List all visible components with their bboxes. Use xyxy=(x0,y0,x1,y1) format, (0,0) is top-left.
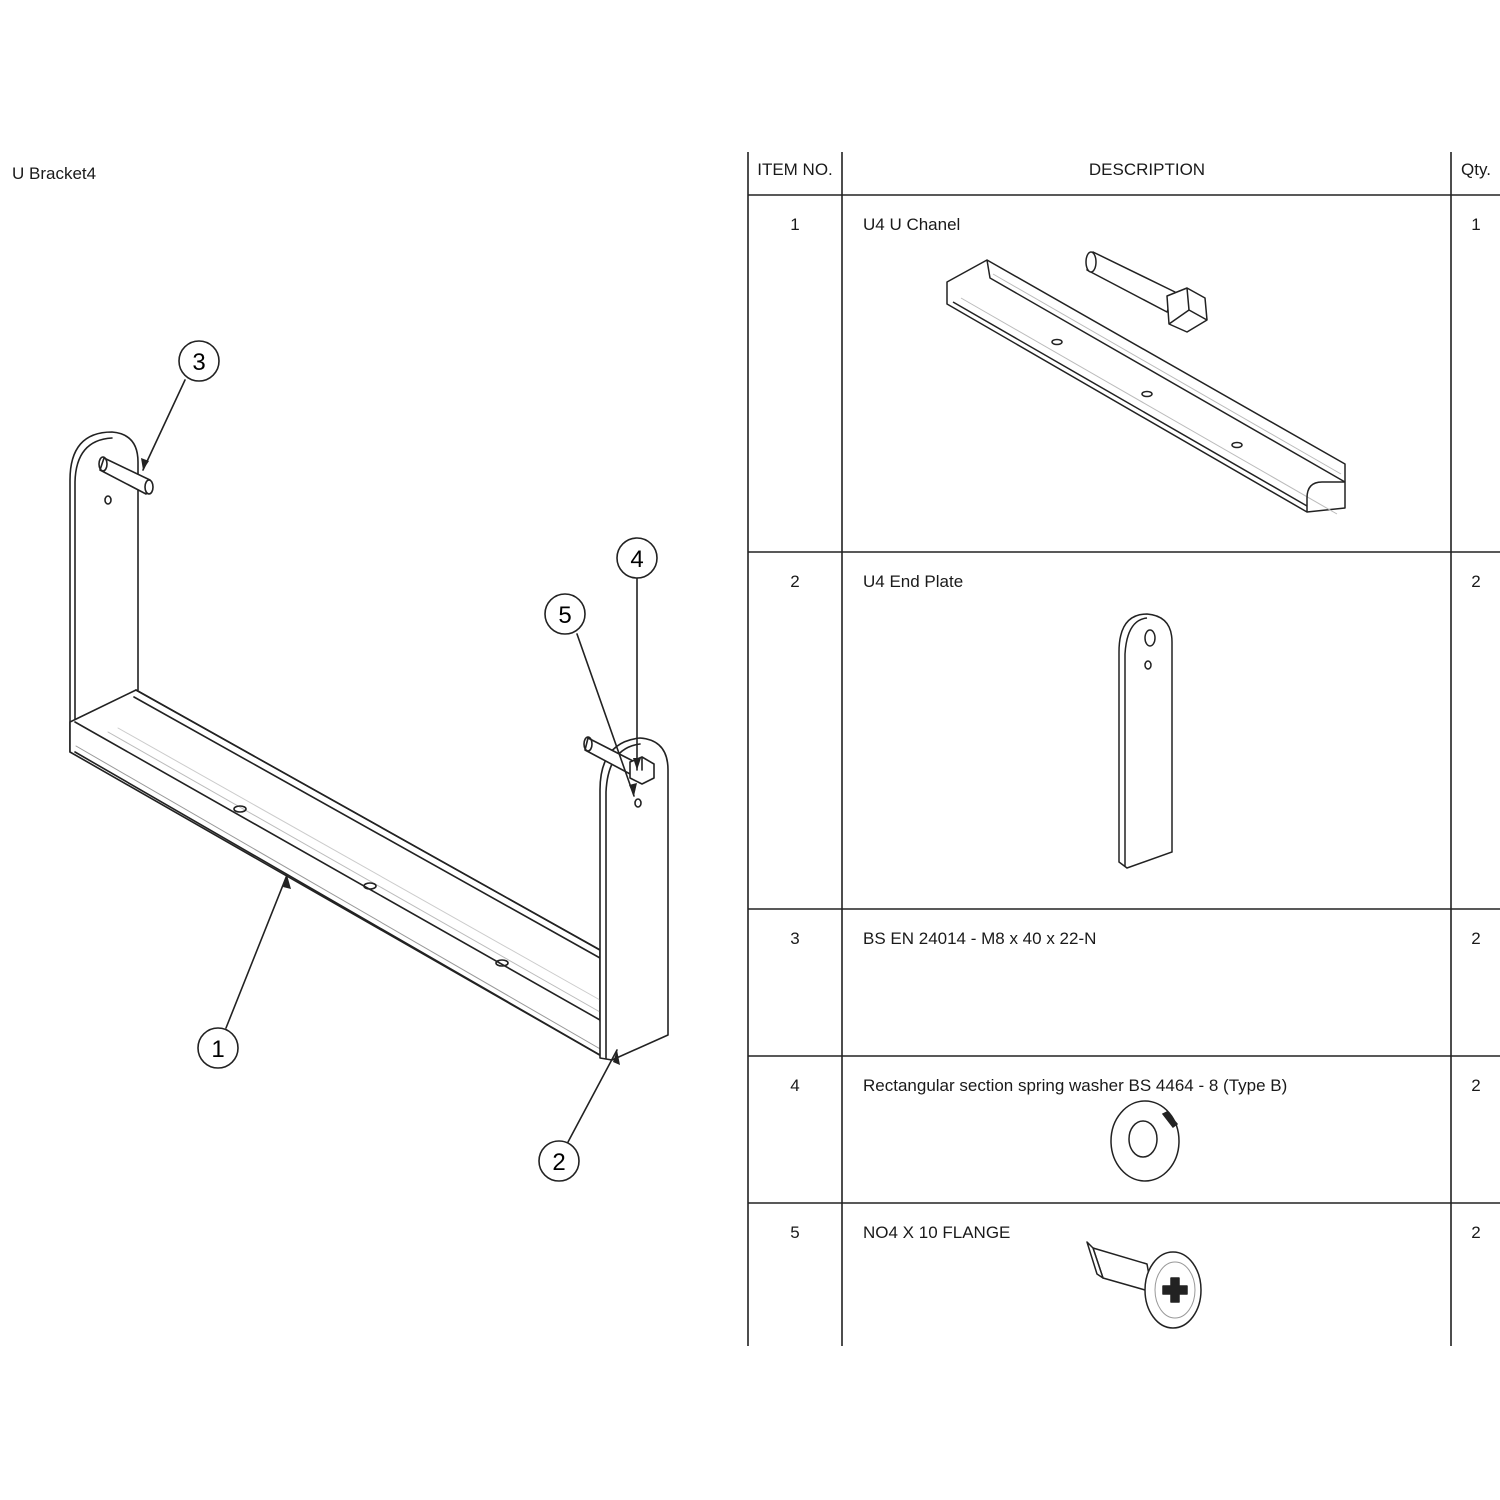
row-1-description: U4 U Chanel xyxy=(863,215,961,234)
svg-text:3: 3 xyxy=(192,349,205,376)
header-description: DESCRIPTION xyxy=(1088,160,1206,179)
row-3-description: BS EN 24014 - M8 x 40 x 22-N xyxy=(863,929,1097,948)
hex-bolt-icon xyxy=(1085,251,1208,333)
row-3-item: 3 xyxy=(790,929,800,948)
flange-screw-icon xyxy=(1086,1241,1202,1329)
header-qty: Qty. xyxy=(1461,160,1491,179)
page-title: U Bracket4 xyxy=(12,164,97,183)
balloon-3: 3 xyxy=(178,340,220,382)
balloon-2: 2 xyxy=(538,1140,580,1182)
row-4-description: Rectangular section spring washer BS 446… xyxy=(863,1076,1288,1095)
row-1-item: 1 xyxy=(790,215,800,234)
svg-text:1: 1 xyxy=(211,1036,224,1063)
bom-table: ITEM NO. DESCRIPTION Qty. 1 U4 U Chanel … xyxy=(747,152,1500,1346)
row-3-qty: 2 xyxy=(1471,929,1481,948)
bolt-left xyxy=(98,456,154,495)
balloon-5: 5 xyxy=(544,593,586,635)
balloon-4: 4 xyxy=(616,537,658,579)
row-1-qty: 1 xyxy=(1471,215,1481,234)
row-5-description: NO4 X 10 FLANGE xyxy=(863,1223,1011,1242)
row-5-item: 5 xyxy=(790,1223,800,1242)
svg-text:2: 2 xyxy=(552,1149,565,1176)
row-5-qty: 2 xyxy=(1471,1223,1481,1242)
row-4-item: 4 xyxy=(790,1076,800,1095)
row-4-qty: 2 xyxy=(1471,1076,1481,1095)
u-channel-icon xyxy=(946,259,1346,515)
svg-text:5: 5 xyxy=(558,602,571,629)
u-channel-body xyxy=(69,689,606,1059)
assembly-drawing: 3 4 5 1 2 xyxy=(69,340,669,1182)
spring-washer-icon xyxy=(1110,1100,1180,1182)
row-2-item: 2 xyxy=(790,572,800,591)
row-2-qty: 2 xyxy=(1471,572,1481,591)
end-plate-icon xyxy=(1118,613,1173,869)
svg-text:4: 4 xyxy=(630,546,643,573)
balloon-1: 1 xyxy=(197,1027,239,1069)
row-2-description: U4 End Plate xyxy=(863,572,964,591)
header-item-no: ITEM NO. xyxy=(757,160,833,179)
left-end-plate xyxy=(69,431,139,753)
